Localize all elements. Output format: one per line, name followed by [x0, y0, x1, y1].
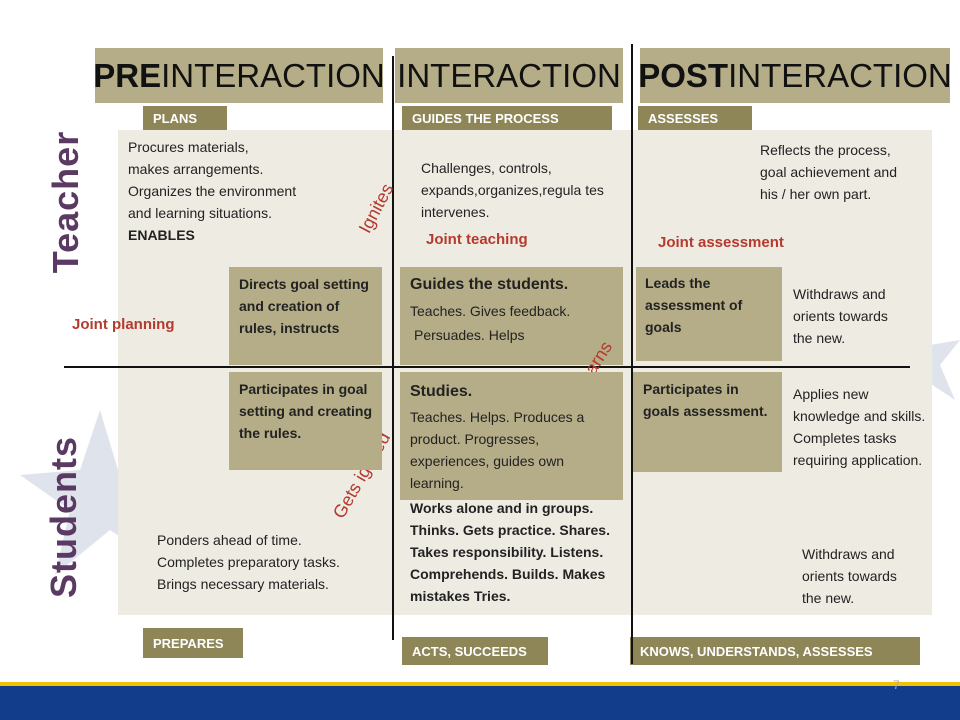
- footer-blue-bar: [0, 686, 960, 720]
- students-inter-box: [400, 372, 623, 500]
- students-post-box-text: Participates in goals assessment.: [643, 381, 768, 419]
- students-post-withdraws: Withdraws and orients towards the new.: [802, 546, 897, 606]
- joint-teaching-label: Joint teaching: [426, 231, 528, 248]
- teacher-post-box-text: Leads the assessment of goals: [645, 275, 743, 335]
- tag-acts-succeeds: ACTS, SUCCEEDS: [402, 637, 548, 665]
- joint-planning-label: Joint planning: [72, 316, 175, 333]
- tag-knows-understands-assesses: KNOWS, UNDERSTANDS, ASSESSES: [630, 637, 920, 665]
- teacher-pre-text: Procures materials, makes arrangements. …: [128, 139, 297, 243]
- tag-plans: PLANS: [143, 106, 227, 130]
- students-pre-box-text: Participates in goal setting and creatin…: [239, 381, 373, 441]
- students-inter-box-title: Studies.: [410, 383, 473, 400]
- teacher-inter-text: Challenges, controls, expands,organizes,…: [421, 160, 604, 220]
- teacher-inter-box-title: Guides the students.: [410, 276, 569, 293]
- axis-horizontal: [64, 366, 910, 368]
- teacher-post-withdraws: Withdraws and orients towards the new.: [793, 286, 888, 346]
- teacher-post-text: Reflects the process, goal achievement a…: [760, 142, 897, 202]
- tag-prepares: PREPARES: [143, 628, 243, 658]
- teacher-inter-box: [400, 267, 623, 365]
- tag-assesses: ASSESSES: [638, 106, 752, 130]
- students-inter-box-body: Teaches. Helps. Produces a product. Prog…: [410, 409, 585, 491]
- header-interaction: INTERACTION: [395, 48, 623, 103]
- teacher-pre-box-text: Directs goal setting and creation of rul…: [239, 276, 369, 336]
- joint-assessment-label: Joint assessment: [658, 234, 784, 251]
- footer-gold-stripe: [0, 682, 960, 686]
- students-post-applies: Applies new knowledge and skills. Comple…: [793, 386, 926, 468]
- tag-guides-the-process: GUIDES THE PROCESS: [402, 106, 612, 130]
- side-label-teacher: Teacher: [45, 130, 86, 274]
- teacher-pre-box: [229, 267, 382, 365]
- axis-vertical-right: [631, 44, 633, 664]
- students-pre-box: [229, 372, 382, 470]
- axis-vertical: [392, 56, 394, 640]
- side-label-students: Students: [43, 436, 84, 599]
- students-inter-bold-text: Works alone and in groups. Thinks. Gets …: [410, 500, 610, 604]
- students-post-box: [633, 372, 782, 472]
- teacher-post-box: [636, 267, 782, 361]
- page-number: 7: [893, 678, 900, 692]
- teacher-inter-box-body: Teaches. Gives feedback.: [410, 303, 571, 319]
- decorative-star-left: [20, 410, 140, 575]
- teacher-inter-box-body2: Persuades. Helps: [414, 327, 525, 343]
- students-pre-text: Ponders ahead of time. Completes prepara…: [157, 532, 340, 592]
